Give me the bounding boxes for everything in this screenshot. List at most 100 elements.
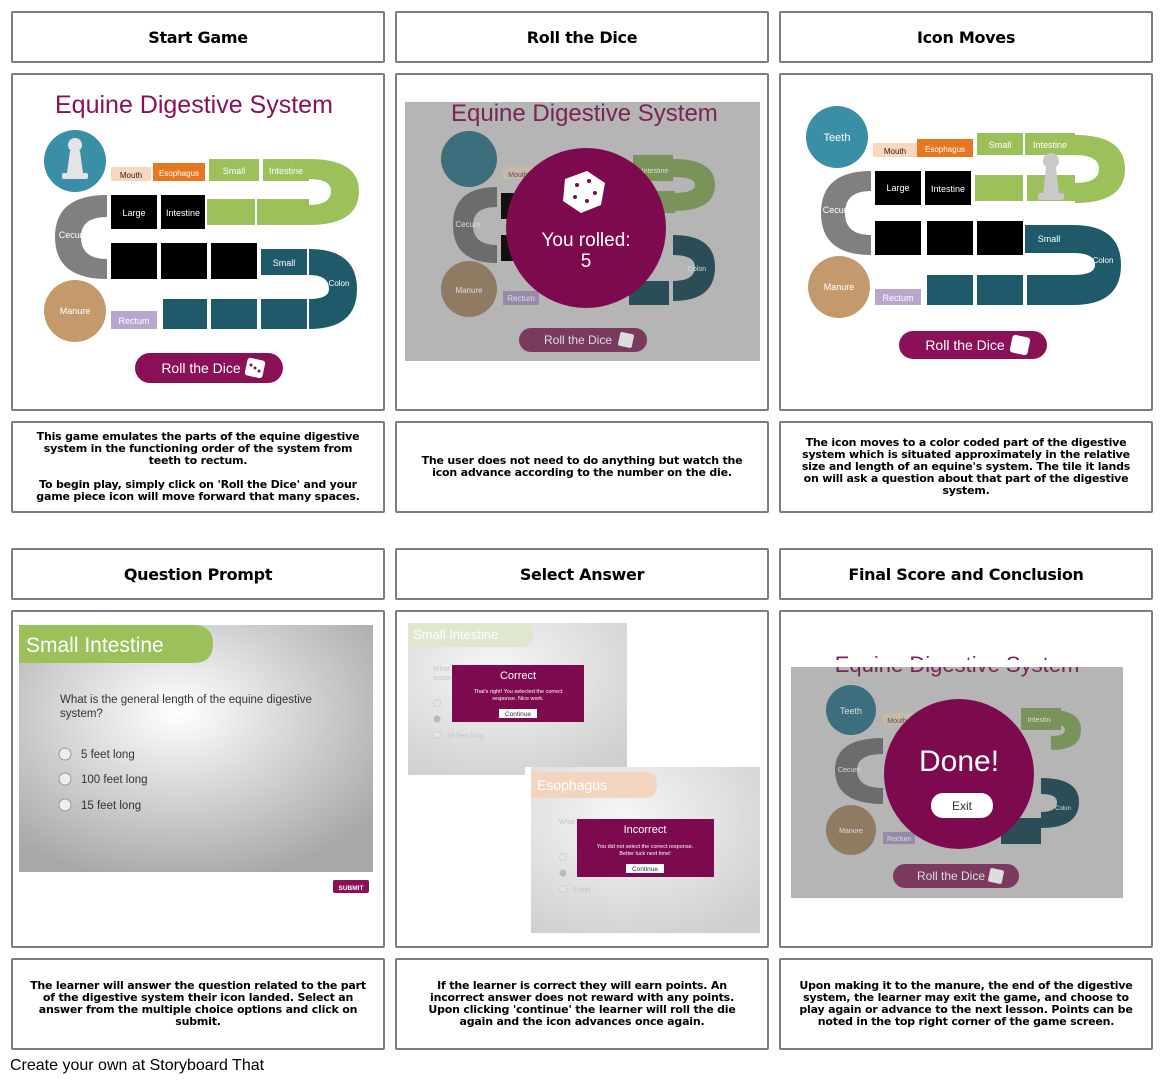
tile-esophagus [153,163,205,181]
label-manure: Manure [60,306,91,316]
tile-intestine-black [161,195,205,229]
label-rectum: Rectum [118,316,149,326]
incorrect-title: Incorrect [624,824,667,836]
answer-option-3[interactable]: 15 feet long [58,798,141,812]
done-text: Done! [919,745,999,778]
cell-title-question-prompt: Question Prompt [11,548,385,600]
scene-select-answer: Small Intestine What system 15 feet long… [395,610,769,948]
scene-icon-moves: Teeth Mouth Esophagus Small Intestine La… [779,73,1153,411]
label-teeth: Teeth [824,132,851,144]
teeth-circle [806,106,868,168]
label-colon: Colon [329,279,350,288]
label-intestine: Intestine [1028,717,1055,724]
correct-line2: response. Nice work. [492,696,544,702]
label-mouth: Mouth [120,171,142,180]
submit-label: SUBMIT [339,885,364,892]
label-rectum: Rectum [882,293,913,303]
dice-icon [563,171,605,213]
label-large: Large [122,208,145,218]
tile-small-teal [261,249,307,275]
label-small-teal: Small [1038,234,1061,244]
label-esophagus: Esophagus [925,145,965,154]
label-cecum: Cecum [455,220,481,229]
label-intestine: Intestine [642,168,669,175]
answer-option-1[interactable]: 5 feet long [58,747,135,761]
roll-dice-button[interactable]: Roll the Dice [893,864,1019,888]
description-question-prompt: The learner will answer the question rel… [11,958,385,1050]
label-small: Small [989,140,1012,150]
question-header: Small Intestine [26,634,164,657]
description-final-score: Upon making it to the manure, the end of… [779,958,1153,1050]
footer-link[interactable]: Create your own at Storyboard That [10,1057,265,1074]
game-title: Equine Digestive System [55,91,333,119]
label-colon: Colon [1093,256,1114,265]
tile-large [111,195,157,229]
scene-roll-dice: Equine Digestive System Manure Cecum Mou… [395,73,769,411]
label-esophagus: Esophagus [159,169,199,178]
correct-title: Correct [500,670,536,682]
cell-title-select-answer: Select Answer [395,548,769,600]
answer-option-label: 15 feet long [81,800,141,812]
continue-button[interactable]: Continue [626,864,664,873]
cell-title-roll-dice: Roll the Dice [395,11,769,63]
done-circle [884,699,1034,849]
dice-icon [988,868,1004,884]
rolled-text: You rolled: [541,230,630,251]
scene-start-game: Equine Digestive System Intestine Small … [11,73,385,411]
colon-curve [309,249,357,329]
tile-small-upper [209,159,259,181]
incorrect-dialog: Incorrect You did not select the correct… [577,819,714,877]
label-cecum: Cecum [823,205,852,215]
dice-icon [1009,334,1031,356]
exit-label: Exit [952,799,973,813]
roll-dice-button[interactable]: Roll the Dice [519,328,647,352]
label-manure: Manure [839,828,863,835]
label-mouth: Mouth [887,718,907,725]
label-small: Small [223,166,246,176]
faded-question-what: What [433,666,449,673]
label-manure: Manure [455,286,483,295]
question-prompt-line1: What is the general length of the equine… [60,694,312,706]
label-intestine-black: Intestine [166,208,200,218]
pawn-icon [1038,153,1064,200]
cell-title-icon-moves: Icon Moves [779,11,1153,63]
roll-dice-button[interactable]: Roll the Dice [899,331,1047,359]
rolled-result-circle [506,148,666,308]
cecum-curve [55,195,107,279]
description-start-game: This game emulates the parts of the equi… [11,421,385,513]
cell-title-text: Icon Moves [916,27,1016,47]
tile-mouth [111,167,151,181]
label-large: Large [886,183,909,193]
label-manure: Manure [824,282,855,292]
cell-title-final-score: Final Score and Conclusion [779,548,1153,600]
answer-option-2[interactable]: 100 feet long [58,772,148,786]
label-intestine: Intestine [269,166,303,176]
answer-option-label: 5 feet long [81,749,135,761]
continue-button[interactable]: Continue [499,709,537,718]
exit-button[interactable]: Exit [931,793,993,818]
rolled-value: 5 [581,251,592,272]
incorrect-line1: You did not select the correct response. [597,844,694,850]
incorrect-line2: Better luck next time! [619,851,671,857]
label-small-teal: Small [273,258,296,268]
game-title: Equine Digestive System [451,100,718,127]
cell-title-text: Start Game [148,27,248,47]
tile-rectum [111,311,157,329]
description-select-answer: If the learner is correct they will earn… [395,958,769,1050]
roll-dice-button[interactable]: Roll the Dice [135,353,283,383]
scene-final-score: Equine Digestive System Teeth Mouth Cecu… [779,610,1153,948]
label-intestine: Intestine [1033,140,1067,150]
faded-header-esophagus: Esophagus [537,777,607,793]
faded-question-system: system [433,675,455,682]
description-roll-dice: The user does not need to do anything bu… [395,421,769,513]
answer-option-label: 100 feet long [81,774,148,786]
manure-circle [44,280,106,342]
roll-dice-label: Roll the Dice [925,337,1005,353]
scene-question-prompt: Small Intestine What is the general leng… [11,610,385,948]
question-header-bar [19,625,213,663]
label-colon: Colon [688,266,706,273]
question-prompt-line2: system? [60,708,103,720]
submit-button[interactable]: SUBMIT [333,880,369,893]
cell-title-text: Select Answer [519,564,645,584]
correct-line1: That's right! You selected the correct [474,689,563,695]
